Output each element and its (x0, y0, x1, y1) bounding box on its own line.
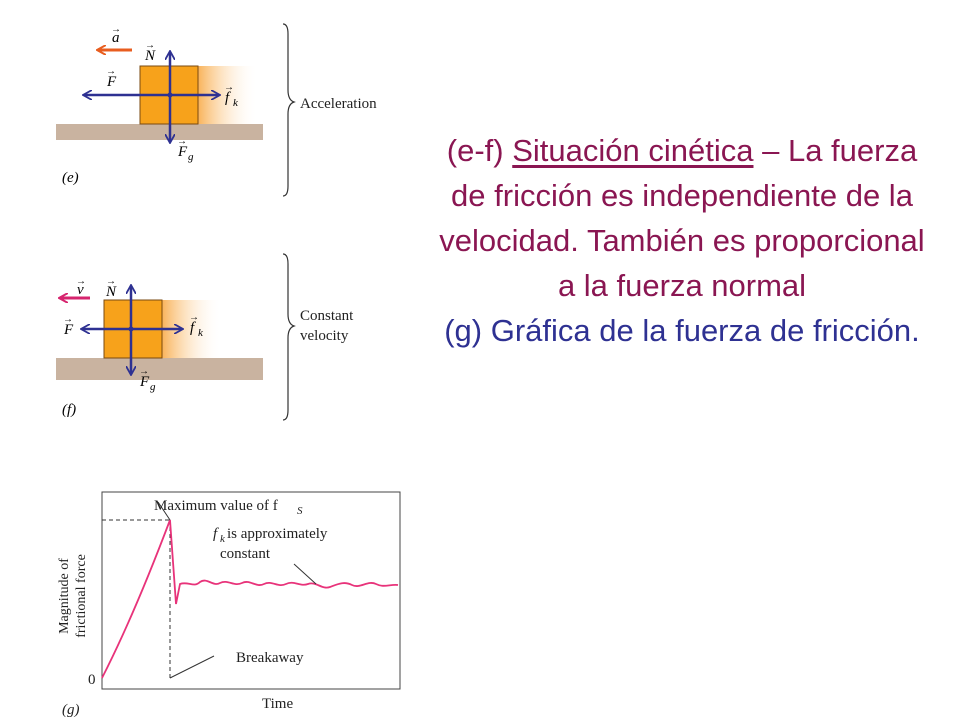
svg-text:→: → (106, 66, 116, 77)
graph-frame (101, 491, 401, 690)
kinetic-prefix: (e-f) (446, 133, 513, 168)
slide-explanation-text: (e-f) Situación cinética – La fuerza de … (432, 128, 932, 353)
applied-force-label: F → (63, 314, 74, 338)
kinetic-friction-label: f k → (189, 312, 204, 339)
svg-text:→: → (189, 312, 199, 323)
panel-g-tag: (g) (62, 702, 80, 718)
constant-velocity-diagram: v → N → F → f k → F g → (f) Constant vel… (56, 253, 354, 421)
svg-text:k: k (220, 533, 226, 545)
x-axis-label: Time (262, 696, 293, 712)
ground-surface (56, 124, 263, 140)
svg-text:→: → (177, 136, 187, 147)
svg-text:f: f (190, 320, 196, 336)
velocity-label: v → (76, 276, 86, 298)
svg-text:v: v (77, 282, 84, 298)
max-value-leader (157, 501, 171, 521)
svg-text:a: a (112, 30, 120, 46)
svg-text:→: → (139, 366, 149, 377)
panel-f-bracket-label-line1: Constant (300, 308, 354, 324)
panel-g-friction-graph: Maximum value of f S f k is approximatel… (50, 488, 410, 720)
svg-text:N: N (105, 284, 117, 300)
force-origin (167, 92, 173, 98)
svg-text:F: F (106, 74, 117, 90)
svg-text:Magnitude of: Magnitude of (57, 558, 72, 634)
svg-text:f: f (225, 90, 231, 106)
force-origin (128, 326, 134, 332)
svg-text:F: F (63, 322, 74, 338)
acceleration-diagram: a → N → F → f k → F g → (e) Acceleration (56, 23, 377, 197)
svg-text:→: → (224, 82, 234, 93)
kinetic-situation-paragraph: (e-f) Situación cinética – La fuerza de … (432, 128, 932, 308)
friction-graph: Maximum value of f S f k is approximatel… (57, 491, 401, 718)
svg-text:→: → (76, 276, 86, 287)
svg-text:constant: constant (220, 546, 271, 562)
panel-e-tag: (e) (62, 170, 79, 186)
panel-f-bracket (282, 253, 296, 421)
acceleration-label: a → (111, 24, 121, 46)
panel-e-acceleration: a → N → F → f k → F g → (e) Acceleration (50, 20, 410, 210)
applied-force-label: F → (106, 66, 117, 90)
svg-text:S: S (297, 505, 303, 517)
svg-text:is approximately: is approximately (227, 526, 328, 542)
panel-f-constant-velocity: v → N → F → f k → F g → (f) Constant vel… (50, 250, 410, 430)
panel-e-bracket-label: Acceleration (300, 96, 377, 112)
svg-text:k: k (233, 97, 239, 109)
svg-text:→: → (111, 24, 121, 35)
normal-force-label: N → (144, 40, 156, 64)
svg-text:F: F (139, 374, 150, 390)
fk-leader (293, 563, 317, 585)
friction-force-curve (101, 519, 399, 679)
svg-text:g: g (188, 151, 194, 163)
origin-zero-label: 0 (88, 672, 96, 688)
svg-text:Maximum value of f: Maximum value of f (154, 498, 278, 514)
friction-graph-caption: (g) Gráfica de la fuerza de fricción. (444, 313, 920, 348)
fk-approx-constant-label: f k is approximately constant (213, 526, 328, 562)
svg-text:→: → (145, 40, 155, 51)
svg-text:g: g (150, 381, 156, 393)
svg-text:N: N (144, 48, 156, 64)
svg-text:→: → (63, 314, 73, 325)
y-axis-label: Magnitude of frictional force (57, 554, 89, 638)
ground-surface (56, 358, 263, 380)
normal-force-label: N → (105, 276, 117, 300)
panel-e-bracket (282, 23, 296, 197)
kinetic-friction-label: f k → (224, 82, 239, 109)
svg-text:F: F (177, 144, 188, 160)
breakaway-leader (169, 655, 215, 679)
kinetic-situation-body: – La fuerza de fricción es independiente… (439, 133, 925, 303)
gravity-force-label: F g → (177, 136, 194, 163)
gravity-force-label: F g → (139, 366, 156, 393)
kinetic-situation-label: Situación cinética (512, 133, 754, 168)
panel-f-bracket-label-line2: velocity (300, 328, 349, 344)
svg-text:k: k (198, 327, 204, 339)
svg-text:f: f (213, 526, 219, 542)
breakaway-label: Breakaway (236, 650, 304, 666)
svg-text:→: → (106, 276, 116, 287)
svg-text:frictional force: frictional force (74, 554, 89, 638)
panel-f-tag: (f) (62, 402, 76, 418)
max-value-label: Maximum value of f S (154, 498, 303, 517)
